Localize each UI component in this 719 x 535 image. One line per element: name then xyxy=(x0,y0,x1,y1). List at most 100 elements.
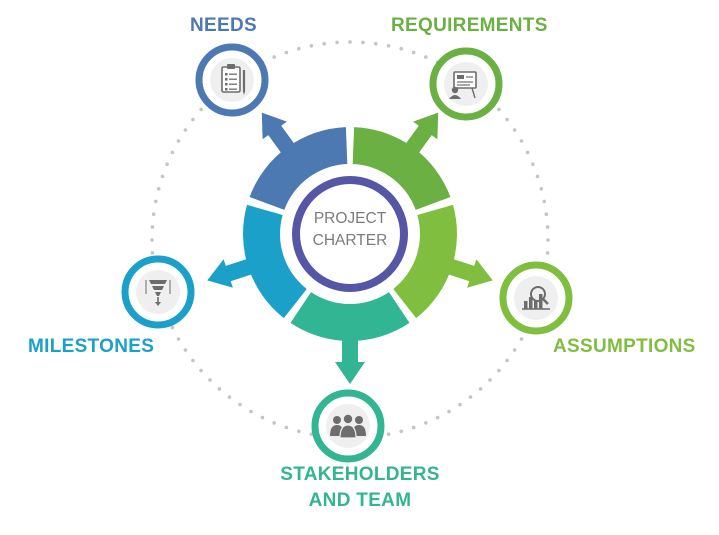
orbit-dot xyxy=(272,421,277,425)
stakeholders-node xyxy=(311,389,385,463)
assumptions-icon-bg xyxy=(514,276,558,320)
orbit-dot xyxy=(150,225,155,229)
assumptions-label: ASSUMPTIONS xyxy=(553,336,696,357)
orbit-dot xyxy=(322,41,327,46)
center-label-line2: CHARTER xyxy=(312,232,388,249)
orbit-dot xyxy=(525,150,530,155)
analysis-chart-icon xyxy=(514,276,558,320)
orbit-dot xyxy=(424,421,428,425)
orbit-dot xyxy=(411,50,416,55)
orbit-dot xyxy=(183,128,188,132)
stakeholders-segment xyxy=(290,292,410,341)
orbit-dot xyxy=(183,348,188,352)
orbit-dot xyxy=(238,402,242,407)
outer-nodes xyxy=(121,43,573,463)
orbit-dot xyxy=(546,238,550,242)
orbit-dot xyxy=(160,174,165,179)
orbit-dot xyxy=(165,162,169,166)
orbit-dot xyxy=(447,409,451,414)
requirements-label: REQUIREMENTS xyxy=(391,15,548,36)
orbit-dot xyxy=(176,337,181,341)
funnel-icon xyxy=(136,270,180,314)
orbit-dot xyxy=(411,425,416,430)
orbit-dot xyxy=(545,251,550,255)
stakeholders-arrow xyxy=(335,334,365,384)
orbit-dot xyxy=(545,225,550,229)
orbit-dot xyxy=(309,44,314,48)
stakeholders-label-line2: AND TEAM xyxy=(308,490,412,511)
requirements-segment xyxy=(352,127,451,210)
orbit-dot xyxy=(478,387,483,391)
charter-wheel xyxy=(207,112,493,384)
orbit-dot xyxy=(512,348,517,352)
center-label: PROJECT CHARTER xyxy=(300,208,400,252)
orbit-dot xyxy=(519,139,524,143)
orbit-dot xyxy=(170,150,175,155)
orbit-dot xyxy=(542,199,546,204)
assumptions-arrow xyxy=(442,257,493,288)
orbit-dot xyxy=(435,415,440,420)
orbit-dot xyxy=(297,429,301,434)
orbit-dot xyxy=(519,337,524,341)
presentation-board-icon xyxy=(444,62,488,106)
orbit-dot xyxy=(199,368,203,373)
orbit-dot xyxy=(217,387,222,391)
orbit-dot xyxy=(386,44,391,48)
orbit-dot xyxy=(191,117,195,122)
orbit-dot xyxy=(468,395,473,399)
orbit-dot xyxy=(260,415,265,420)
orbit-dot xyxy=(227,395,232,399)
assumptions-node xyxy=(499,261,573,335)
milestones-segment xyxy=(243,204,307,319)
requirements-arrow xyxy=(402,112,439,158)
orbit-dot xyxy=(151,212,156,216)
orbit-dot xyxy=(272,55,277,59)
stakeholders-label-line1: STAKEHOLDERS xyxy=(280,464,440,485)
needs-arrow xyxy=(261,112,298,158)
team-people-icon xyxy=(326,404,370,448)
orbit-dot xyxy=(348,40,352,44)
center-label-line1: PROJECT xyxy=(313,210,387,227)
orbit-dot xyxy=(535,174,540,179)
needs-node xyxy=(195,43,269,117)
milestones-label: MILESTONES xyxy=(28,336,155,357)
orbit-dot xyxy=(208,378,212,382)
needs-segment xyxy=(249,127,348,210)
assumptions-segment xyxy=(393,204,458,319)
orbit-dot xyxy=(531,162,535,166)
orbit-dot xyxy=(399,429,404,434)
checklist-clipboard-icon xyxy=(210,58,254,102)
milestones-arrow xyxy=(207,257,258,288)
orbit-dot xyxy=(458,402,462,407)
orbit-dot xyxy=(176,139,181,143)
orbit-dot xyxy=(488,378,492,382)
orbit-dot xyxy=(424,55,428,59)
orbit-dot xyxy=(284,50,289,55)
orbit-dot xyxy=(191,358,195,363)
requirements-node xyxy=(429,47,503,121)
orbit-dot xyxy=(497,107,501,112)
orbit-dot xyxy=(361,40,365,45)
orbit-dot xyxy=(374,41,378,46)
orbit-dot xyxy=(539,187,544,191)
milestones-node xyxy=(121,255,195,329)
orbit-dot xyxy=(399,46,404,51)
orbit-dot xyxy=(150,251,155,255)
center-ring xyxy=(292,176,408,292)
orbit-dot xyxy=(154,199,158,204)
orbit-dot xyxy=(297,46,301,51)
orbit-dot xyxy=(199,107,203,112)
orbit-dot xyxy=(386,432,391,437)
stakeholders-label: STAKEHOLDERS AND TEAM xyxy=(250,462,470,514)
needs-label: NEEDS xyxy=(190,15,257,36)
orbit-dot xyxy=(156,187,161,191)
orbit-dot xyxy=(249,409,253,414)
orbit-dot xyxy=(150,238,154,242)
orbit-dot xyxy=(512,128,517,132)
orbit-dot xyxy=(505,358,509,363)
orbit-dot xyxy=(170,325,175,330)
orbit-dot xyxy=(335,40,339,45)
orbit-dot xyxy=(544,212,549,216)
